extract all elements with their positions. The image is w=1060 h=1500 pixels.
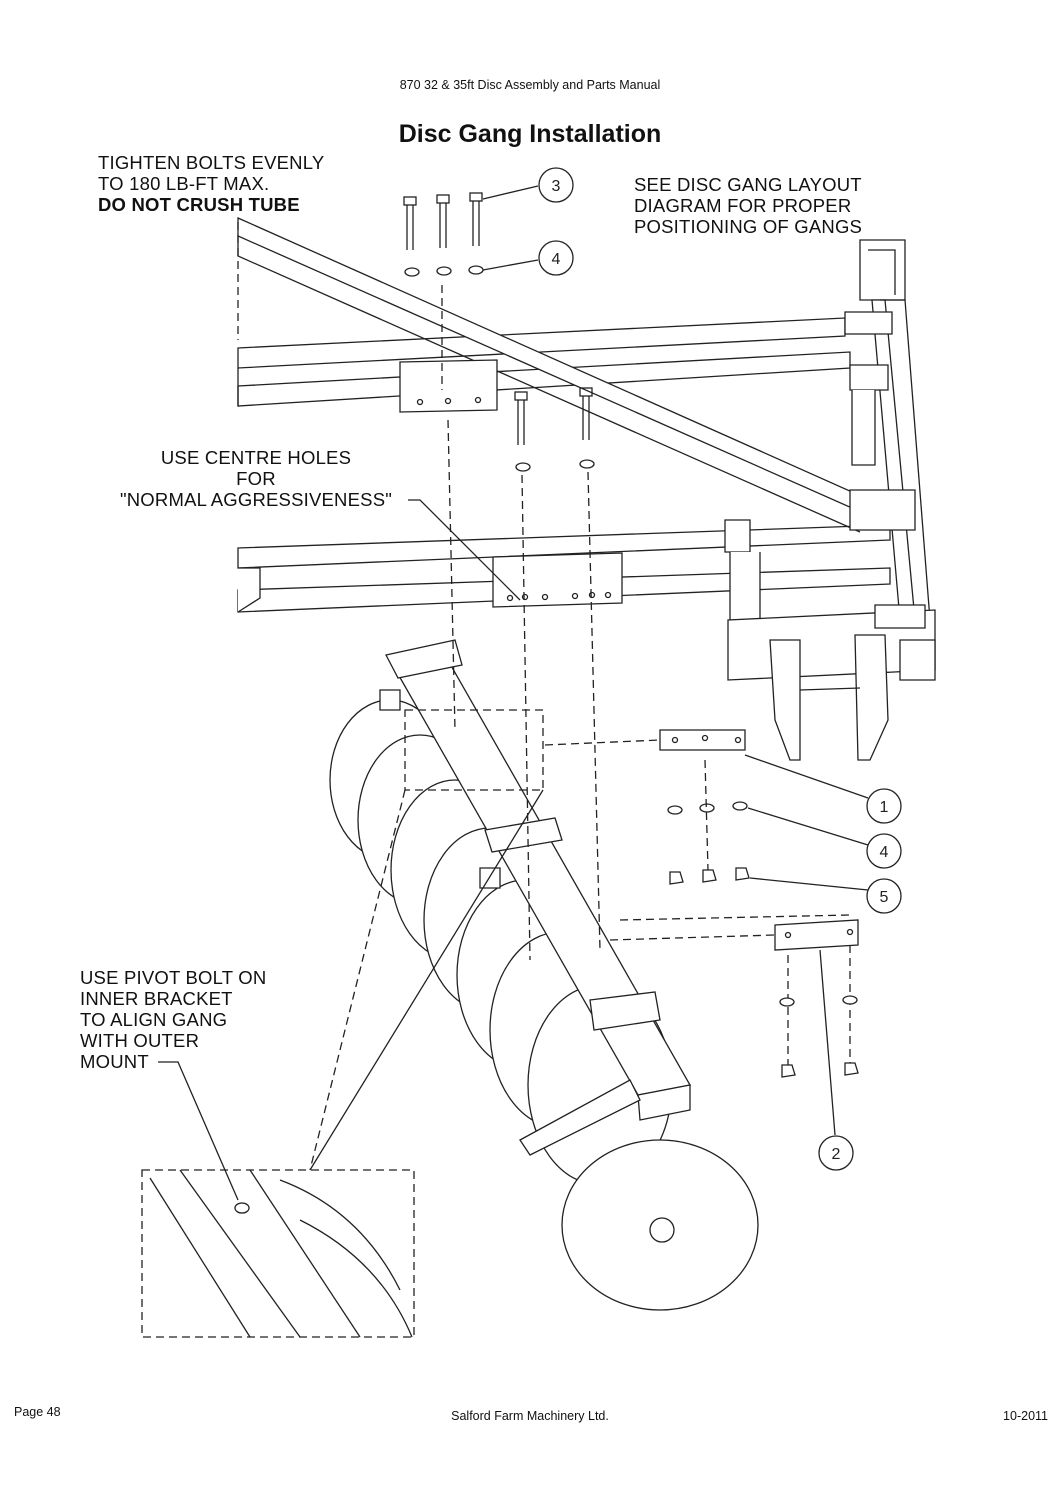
- bolt-set-top: [403, 192, 484, 277]
- page-title: Disc Gang Installation: [398, 120, 662, 148]
- leader-lines: [158, 185, 869, 1201]
- bolt-set-middle: [514, 387, 595, 472]
- company-name: Salford Farm Machinery Ltd.: [451, 1409, 609, 1423]
- callout-4-top: 4: [552, 251, 561, 268]
- washers-nuts: [667, 801, 750, 885]
- upper-clamp: [399, 359, 498, 413]
- revision-date: 10-2011: [1003, 1409, 1048, 1423]
- manual-header: 870 32 & 35ft Disc Assembly and Parts Ma…: [399, 78, 661, 92]
- callout-4: 4: [880, 844, 889, 861]
- note-gang-layout: SEE DISC GANG LAYOUT DIAGRAM FOR PROPER …: [634, 174, 863, 237]
- note-tighten-bolts: TIGHTEN BOLTS EVENLY TO 180 LB-FT MAX. D…: [98, 152, 325, 215]
- gang-tube: [379, 639, 692, 1156]
- page-number: Page 48: [14, 1405, 61, 1419]
- callout-2: 2: [832, 1146, 841, 1163]
- detail-inset: [149, 1169, 413, 1338]
- callout-1: 1: [880, 799, 889, 816]
- note-pivot-bolt: USE PIVOT BOLT ON INNER BRACKET TO ALIGN…: [80, 967, 267, 1072]
- mount-bracket-2: [774, 919, 859, 1078]
- callout-circles: [538, 167, 902, 1171]
- lower-clamp: [492, 552, 623, 608]
- note-centre-holes: USE CENTRE HOLES FOR "NORMAL AGGRESSIVEN…: [119, 447, 392, 510]
- side-frame: [724, 239, 936, 761]
- mount-bracket-1: [659, 729, 746, 751]
- callout-3: 3: [552, 178, 561, 195]
- alignment-lines: [141, 222, 851, 1338]
- disc-blades: [329, 699, 759, 1311]
- callout-5: 5: [880, 889, 889, 906]
- upper-frame-tube: [237, 317, 851, 407]
